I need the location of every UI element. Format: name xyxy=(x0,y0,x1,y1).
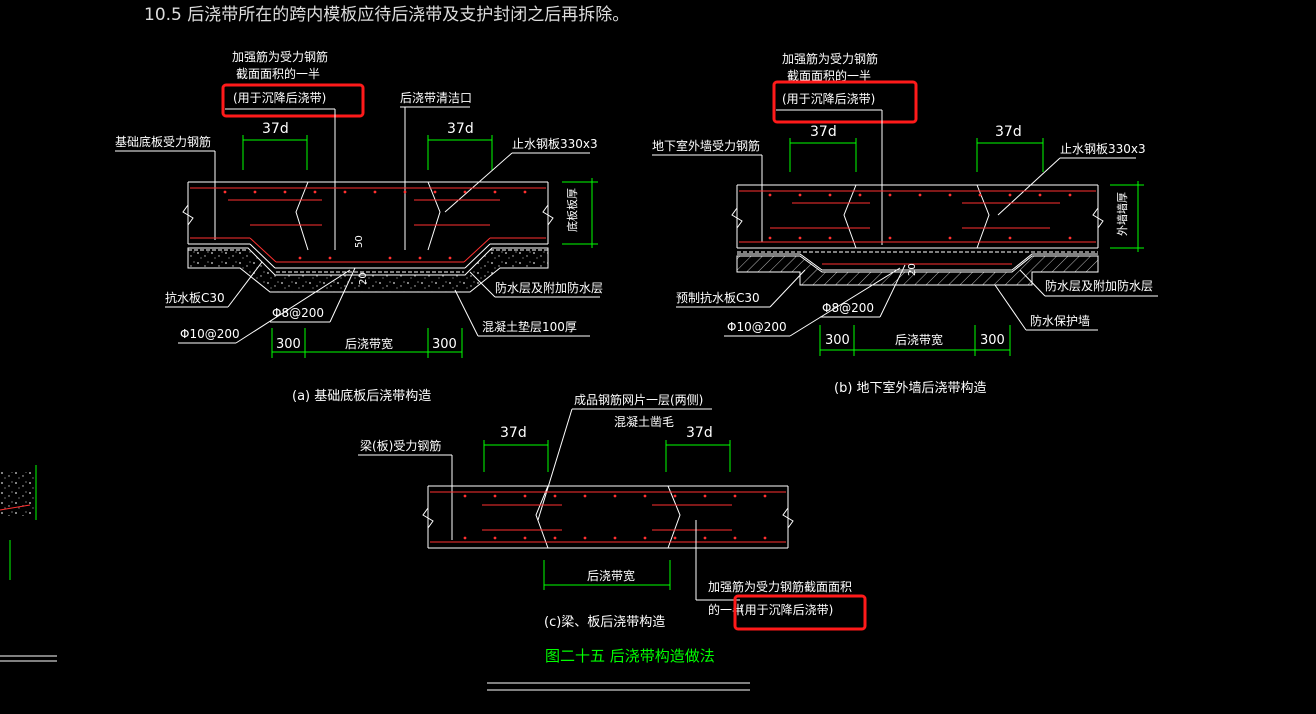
a-span-left: 300 xyxy=(276,337,301,352)
a-note-line2: 截面面积的一半 xyxy=(236,66,320,81)
a-caption: (a) 基础底板后浇带构造 xyxy=(292,388,431,404)
a-dim-50: 50 xyxy=(354,235,365,248)
diagram-b: 加强筋为受力钢筋 截面面积的一半 (用于沉降后浇带) 37d 37d 地下室外墙… xyxy=(652,51,1158,396)
c-note-line2-highlight: (用于沉降后浇带) xyxy=(740,603,833,617)
figure-title: 图二十五 后浇带构造做法 xyxy=(545,647,715,665)
a-waterproof-label: 防水层及附加防水层 xyxy=(495,280,603,295)
a-anti-water-label: 抗水板C30 xyxy=(165,290,225,305)
a-lap-right: 37d xyxy=(447,121,474,137)
a-opening-label: 后浇带清洁口 xyxy=(400,91,472,105)
a-dim-20: 20 xyxy=(358,272,369,285)
a-slab-rebar-label: 基础底板受力钢筋 xyxy=(115,134,211,149)
b-waterstop-label: 止水钢板330x3 xyxy=(1060,142,1146,156)
b-rebar-phi8: Φ8@200 xyxy=(822,301,874,315)
a-note-line3: (用于沉降后浇带) xyxy=(233,91,326,105)
c-lap-right: 37d xyxy=(686,425,713,441)
diagram-c: 成品钢筋网片一层(两侧) 混凝土凿毛 37d 37d 梁(板)受力钢筋 xyxy=(358,392,867,631)
b-note-line2: 截面面积的一半 xyxy=(787,68,871,83)
a-span-right: 300 xyxy=(432,337,457,352)
page-heading: 10.5 后浇带所在的跨内模板应待后浇带及支护封闭之后再拆除。 xyxy=(144,5,629,25)
c-mesh-line1: 成品钢筋网片一层(两侧) xyxy=(574,392,703,407)
b-protect-wall-label: 防水保护墙 xyxy=(1030,313,1090,328)
c-caption: (c)梁、板后浇带构造 xyxy=(544,615,665,630)
c-span-mid: 后浇带宽 xyxy=(587,568,635,583)
b-lap-left: 37d xyxy=(810,124,837,140)
b-thickness-label: 外墙墙厚 xyxy=(1115,192,1129,236)
b-note-line3: (用于沉降后浇带) xyxy=(782,92,875,106)
b-lap-right: 37d xyxy=(995,124,1022,140)
c-mesh-line2: 混凝土凿毛 xyxy=(614,414,674,429)
b-span-left: 300 xyxy=(825,333,850,348)
diagram-a: 加强筋为受力钢筋 截面面积的一半 (用于沉降后浇带) 后浇带清洁口 37d 37… xyxy=(115,49,603,404)
c-note-line2-prefix: 的一半 xyxy=(708,602,744,617)
a-waterstop-label: 止水钢板330x3 xyxy=(512,137,598,151)
b-highlight-box xyxy=(772,80,918,124)
b-anti-water-label: 预制抗水板C30 xyxy=(676,290,760,305)
a-thickness-label: 底板板厚 xyxy=(565,188,579,232)
a-rebar-phi8: Φ8@200 xyxy=(272,306,324,320)
c-beam-rebar-label: 梁(板)受力钢筋 xyxy=(360,438,441,453)
left-edge-fragment xyxy=(0,465,57,662)
b-note-line1: 加强筋为受力钢筋 xyxy=(782,51,878,66)
a-span-mid: 后浇带宽 xyxy=(345,336,393,351)
b-rebar-phi10: Φ10@200 xyxy=(727,320,787,334)
b-waterproof-label: 防水层及附加防水层 xyxy=(1045,278,1153,293)
b-dim-20: 20 xyxy=(907,263,918,276)
b-wall-rebar-label: 地下室外墙受力钢筋 xyxy=(652,138,760,153)
b-span-mid: 后浇带宽 xyxy=(895,332,943,347)
a-note-line1: 加强筋为受力钢筋 xyxy=(232,49,328,64)
b-span-right: 300 xyxy=(980,333,1005,348)
c-note-line1: 加强筋为受力钢筋截面面积 xyxy=(708,579,852,594)
c-highlight-box xyxy=(733,594,867,631)
a-rebar-phi10: Φ10@200 xyxy=(180,327,240,341)
b-caption: (b) 地下室外墙后浇带构造 xyxy=(834,380,987,396)
a-lap-left: 37d xyxy=(262,121,289,137)
c-lap-left: 37d xyxy=(500,425,527,441)
a-highlight-box xyxy=(221,83,365,118)
a-cushion-label: 混凝土垫层100厚 xyxy=(482,319,577,334)
